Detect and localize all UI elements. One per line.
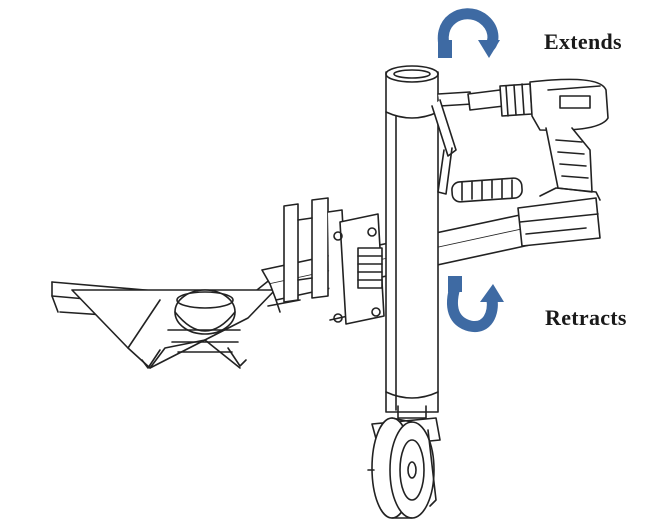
trailer-tongue-frame [51, 269, 283, 369]
extends-label: Extends [544, 29, 622, 54]
power-drill [467, 78, 609, 247]
retracts-label: Retracts [545, 305, 627, 330]
caster-wheel [367, 417, 441, 519]
crank-handle [431, 91, 523, 203]
jack-tube [385, 65, 439, 419]
retract-rotation-arrow-icon [447, 276, 504, 333]
extend-rotation-arrow-icon [437, 8, 500, 58]
